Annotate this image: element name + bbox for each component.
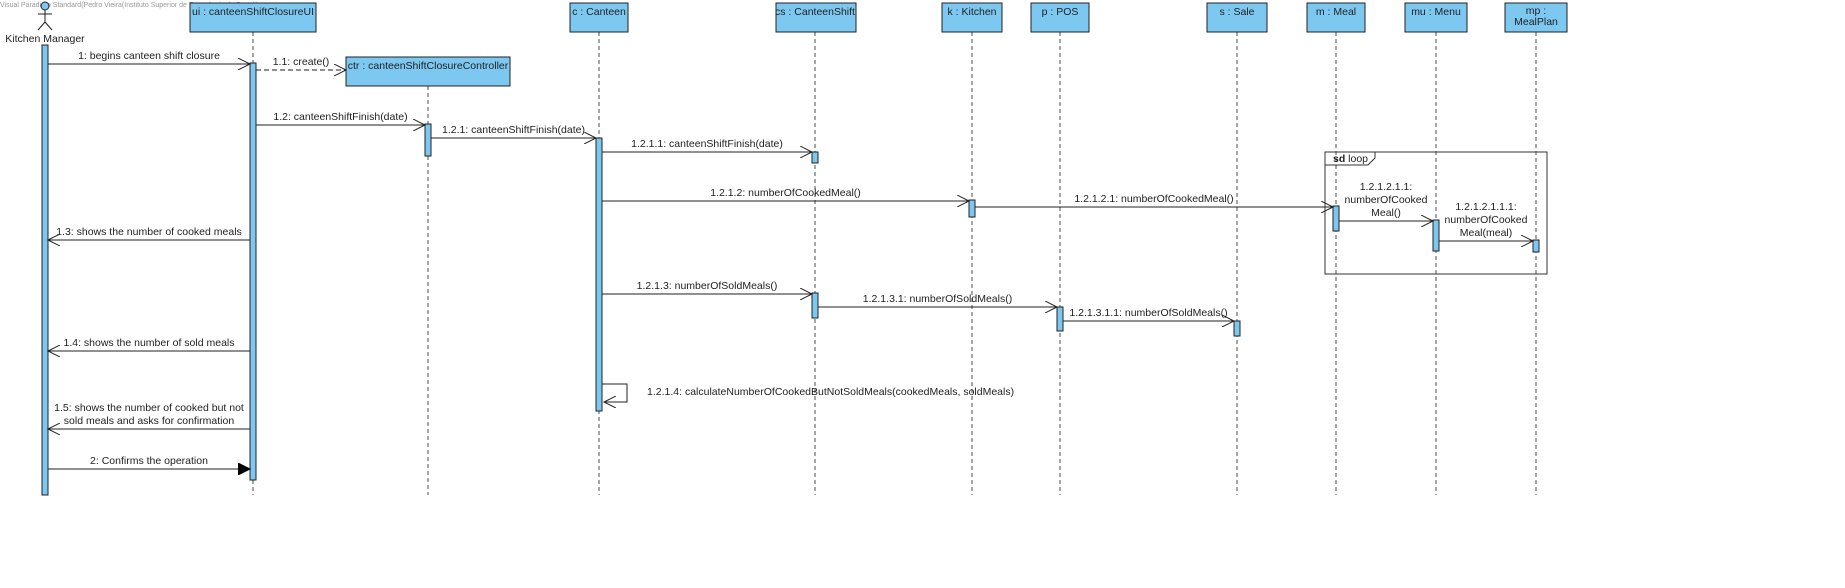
lifeline-label-mp: mp :MealPlan — [1514, 5, 1558, 28]
message-m12131-label: 1.2.1.3.1: numberOfSoldMeals() — [863, 293, 1012, 305]
message-m14-label: 1.4: shows the number of sold meals — [63, 337, 234, 349]
lifeline-label-c: c : Canteen — [572, 6, 626, 18]
message-m1-label: 1: begins canteen shift closure — [78, 50, 220, 62]
message-m13-label: 1.3: shows the number of cooked meals — [56, 226, 242, 238]
message-m12-label: 1.2: canteenShiftFinish(date) — [273, 111, 407, 123]
activation-cs-4 — [811, 151, 819, 164]
activation-m-6 — [1332, 205, 1340, 232]
message-m11-label: 1.1: create() — [273, 56, 330, 68]
activation-mu-7 — [1432, 219, 1440, 252]
activation-c-3 — [595, 137, 603, 412]
activation-p-10 — [1056, 306, 1064, 332]
activation-ui-1 — [249, 62, 257, 481]
actor-leg-left — [37, 21, 46, 31]
loop-frame-label: sd loop — [1333, 153, 1368, 165]
watermark: Visual Paradigm Standard(Pedro Vieira(In… — [0, 2, 258, 9]
actor-label: Kitchen Manager — [5, 33, 85, 45]
lifeline-label-p: p : POS — [1042, 6, 1079, 18]
lifeline-label-k: k : Kitchen — [947, 6, 996, 18]
lifeline-head-s — [1206, 2, 1268, 33]
lifeline-label-ui: ui : canteenShiftClosureUI — [192, 6, 314, 18]
activation-ctr-2 — [424, 123, 432, 157]
message-m1211-label: 1.2.1.1: canteenShiftFinish(date) — [631, 138, 783, 150]
activation-mp-8 — [1532, 239, 1540, 253]
lifeline-head-c — [569, 2, 629, 33]
message-m2-label: 2: Confirms the operation — [90, 455, 208, 467]
activation-k-5 — [968, 199, 976, 218]
message-m1214 — [602, 383, 628, 402]
loop-frame — [1324, 151, 1548, 275]
lifeline-label-ctr: ctr : canteenShiftClosureController — [348, 60, 509, 72]
message-m1212-label: 1.2.1.2: numberOfCookedMeal() — [710, 187, 861, 199]
loop-frame-tab — [1324, 152, 1376, 166]
lifeline-head-cs — [775, 2, 857, 33]
lifeline-label-mu: mu : Menu — [1411, 6, 1461, 18]
actor-leg-right — [44, 21, 53, 31]
lifeline-head-ui — [189, 2, 317, 33]
lifeline-head-k — [941, 2, 1003, 33]
activation-actor-0 — [41, 44, 49, 496]
message-m1214-label: 1.2.1.4: calculateNumberOfCookedButNotSo… — [647, 386, 1014, 398]
activation-cs-9 — [811, 292, 819, 319]
message-m1213-label: 1.2.1.3: numberOfSoldMeals() — [637, 280, 778, 292]
lifeline-head-mu — [1404, 2, 1468, 33]
lifeline-head-m — [1306, 2, 1366, 33]
lifeline-head-p — [1030, 2, 1090, 33]
lifeline-label-s: s : Sale — [1219, 6, 1254, 18]
message-m121311-label: 1.2.1.3.1.1: numberOfSoldMeals() — [1069, 307, 1227, 319]
lifeline-head-mp — [1504, 2, 1568, 33]
message-m121-label: 1.2.1: canteenShiftFinish(date) — [442, 124, 585, 136]
lifeline-label-cs: cs : CanteenShift — [775, 6, 855, 18]
lifeline-label-m: m : Meal — [1316, 6, 1356, 18]
activation-s-11 — [1233, 320, 1241, 337]
actor-head — [40, 1, 50, 11]
message-m12121-label: 1.2.1.2.1: numberOfCookedMeal() — [1074, 193, 1233, 205]
